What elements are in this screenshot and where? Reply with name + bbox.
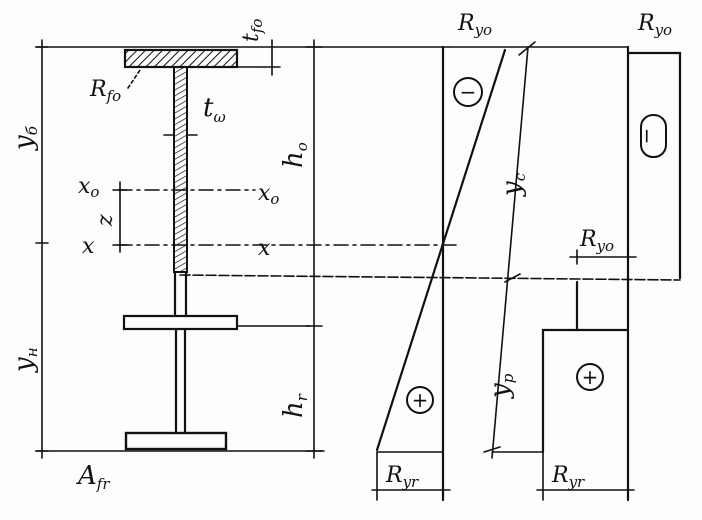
label-hr: hr: [279, 393, 311, 418]
plus-circle-mid: [406, 386, 434, 414]
label-xo-right: xo: [258, 181, 279, 208]
svg-text:yp: yp: [485, 373, 517, 399]
bottom-flange: [124, 431, 228, 451]
label-ho: ho: [279, 142, 311, 168]
plastic-stress-diagram: [491, 45, 682, 502]
svg-text:yc: yc: [497, 172, 529, 197]
label-ryo-top-mid: Ryo: [457, 11, 492, 39]
top-flange: [123, 48, 239, 69]
label-yb: yб: [9, 125, 41, 151]
plus-sign-right: +: [582, 365, 599, 389]
rfo-leader: [127, 69, 141, 89]
svg-text:z: z: [93, 214, 118, 227]
svg-text:yн: yн: [9, 347, 41, 373]
label-x-left: x: [82, 234, 95, 259]
yc-yp-line: [491, 46, 529, 459]
svg-text:hr: hr: [279, 393, 311, 418]
yc-yp-dimension: [483, 41, 536, 459]
label-yn: yн: [9, 347, 41, 373]
label-xo-left: xo: [78, 174, 99, 201]
label-z: z: [93, 214, 118, 227]
label-yc: yc: [497, 172, 529, 197]
svg-text:tfo: tfo: [239, 19, 266, 42]
cross-section: [35, 39, 681, 459]
plastic-neutral-line: [179, 274, 681, 281]
label-tw: tω: [203, 93, 226, 126]
yp-tick-bottom: [483, 446, 501, 453]
label-ryo-top-right: Ryo: [637, 11, 672, 39]
yc-tick-top: [518, 41, 536, 56]
tension-block: [541, 328, 630, 454]
compression-block: [626, 51, 682, 280]
web-upper: [173, 66, 188, 273]
middle-flange: [122, 314, 239, 331]
plus-sign-mid: +: [412, 388, 429, 412]
label-yp: yp: [485, 373, 517, 399]
plus-circle-right: [576, 363, 604, 391]
elastic-stress-line: [375, 48, 507, 452]
label-ryr-right: Ryr: [551, 463, 585, 491]
label-ryo-step: Ryo: [579, 227, 614, 255]
label-afr: Afr: [76, 461, 110, 493]
yc-tick-mid: [504, 273, 521, 283]
elastic-stress-diagram: [371, 45, 507, 502]
label-rfo: Rfo: [89, 77, 121, 105]
minus-sign-right: −: [634, 128, 658, 145]
minus-circle-mid: [453, 77, 483, 107]
minus-sign-mid: −: [460, 80, 477, 104]
label-ryr-mid: Ryr: [385, 463, 419, 491]
minus-stadium-right: [640, 114, 667, 158]
label-x-right: x: [258, 236, 271, 261]
svg-text:yб: yб: [9, 125, 41, 151]
svg-text:ho: ho: [279, 142, 311, 168]
label-tfo: tfo: [239, 19, 266, 42]
